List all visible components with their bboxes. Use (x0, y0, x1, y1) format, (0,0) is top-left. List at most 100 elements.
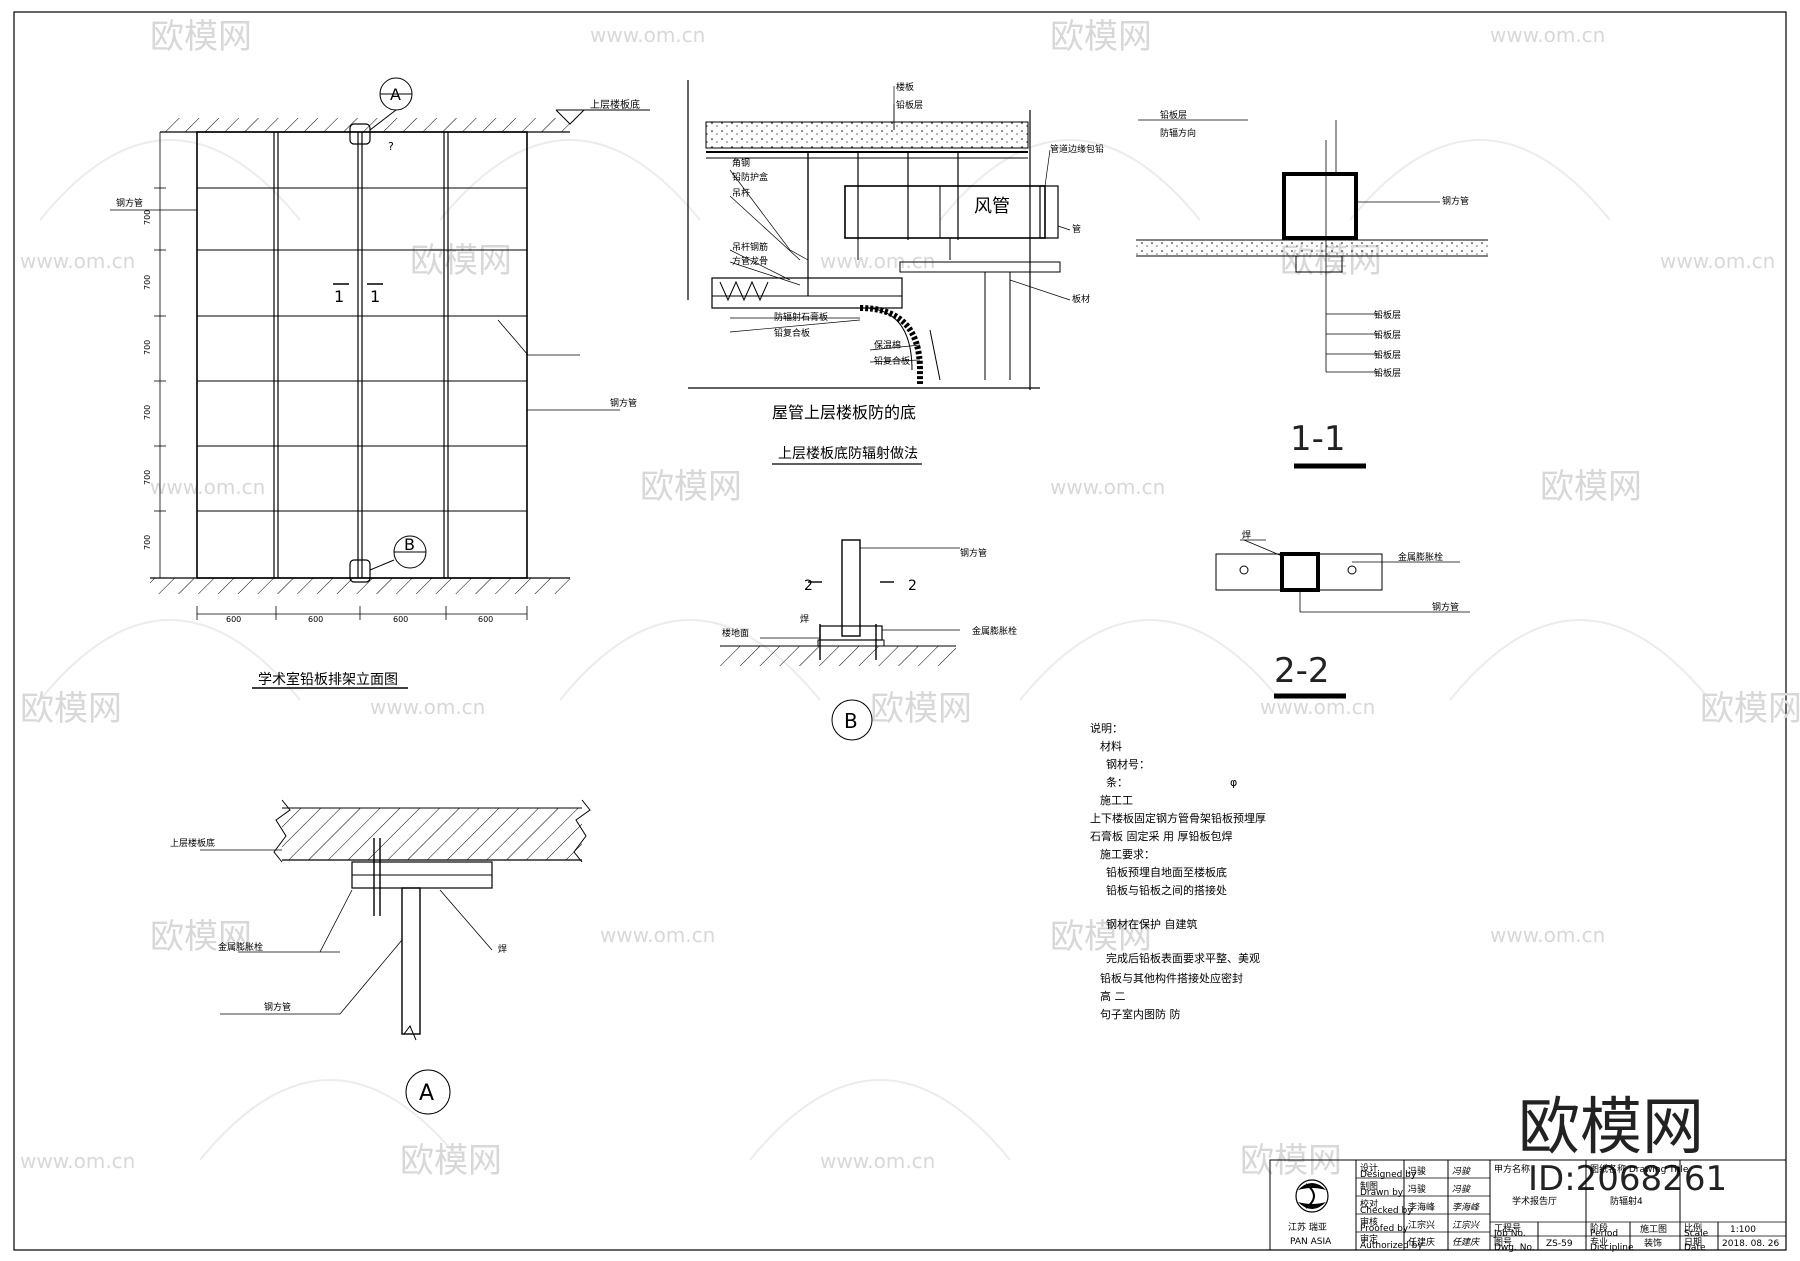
drawing-title-label: 图纸名称 Drawing Title (1590, 1163, 1689, 1175)
title-block (1269, 1159, 1787, 1251)
svg-text:700: 700 (143, 340, 152, 355)
detail-b-bolt-label: 金属膨胀栓 (972, 625, 1017, 637)
ceiling-detail-subtitle: 上层楼板底防辐射做法 (778, 446, 918, 462)
svg-text:Designed by: Designed by (1360, 1170, 1417, 1180)
ceiling-label-pipe: 管 (1072, 223, 1081, 235)
elevation-question-mark: ? (388, 140, 394, 153)
svg-text:任建庆: 任建庆 (1452, 1237, 1481, 1248)
scale-value: 1:100 (1730, 1225, 1756, 1235)
svg-text:上下楼板固定钢方管骨架铅板预埋厚: 上下楼板固定钢方管骨架铅板预埋厚 (1090, 811, 1266, 825)
drawing-code-label: 图号 (1494, 1237, 1512, 1248)
svg-text:施工要求：: 施工要求： (1100, 848, 1155, 861)
watermark-brand: 欧模网 (410, 241, 512, 281)
project-name: 学术报告厅 (1512, 1195, 1557, 1207)
section11-pipe-label: 钢方管 (1442, 195, 1469, 207)
elevation-drawing (110, 77, 650, 689)
svg-text:施工工: 施工工 (1100, 794, 1133, 807)
title-block-people: 设计 Designed by 冯骏 冯骏 制图 Drawn by 冯骏 冯骏 校… (1360, 1162, 1481, 1251)
major-value: 装饰 (1644, 1237, 1662, 1249)
elevation-vertical-dims: 700 700 700 700 700 700 (143, 210, 152, 550)
ceiling-label-top-1: 铅板层 (896, 99, 923, 111)
svg-text:任建庆: 任建庆 (1408, 1236, 1435, 1248)
elevation-callout-a: A (390, 85, 401, 104)
elevation-callout-b: B (404, 535, 415, 554)
watermark-url: www.om.cn (820, 249, 935, 273)
svg-text:700: 700 (143, 535, 152, 550)
detail-b-callout: B (844, 709, 858, 733)
ceiling-label-left-3: 吊杆钢筋 (732, 241, 768, 253)
svg-text:江宗兴: 江宗兴 (1408, 1219, 1435, 1231)
watermark-brand: 欧模网 (870, 689, 972, 729)
section22-bolt-label: 金属膨胀栓 (1398, 551, 1443, 563)
section-2-2-drawing (1215, 539, 1470, 699)
svg-text:700: 700 (143, 470, 152, 485)
drawing-name: 防辐射4 (1610, 1195, 1643, 1207)
detail-b-weld-label: 焊 (800, 613, 809, 625)
detail-a-drawing (200, 799, 591, 1115)
detail-a-callout: A (419, 1081, 434, 1106)
svg-text:Dwg. No.: Dwg. No. (1494, 1243, 1535, 1253)
svg-text:Authorized by: Authorized by (1360, 1241, 1423, 1251)
svg-text:冯骏: 冯骏 (1408, 1165, 1426, 1177)
watermark-url: www.om.cn (370, 695, 485, 719)
ceiling-label-bottom-0: 防辐射石膏板 (774, 311, 828, 323)
drawing-code: ZS-59 (1546, 1239, 1573, 1249)
detail-a-bolt-label: 金属膨胀栓 (218, 941, 263, 953)
ceiling-label-board: 板材 (1072, 293, 1090, 305)
watermark-brand: 欧模网 (1050, 917, 1152, 957)
svg-text:冯骏: 冯骏 (1408, 1183, 1426, 1195)
svg-text:江宗兴: 江宗兴 (1452, 1220, 1481, 1231)
section11-layer-1: 铅板层 (1374, 329, 1401, 341)
section11-label-0: 铅板层 (1160, 109, 1187, 121)
svg-text:700: 700 (143, 405, 152, 420)
svg-text:校对: 校对 (1360, 1198, 1378, 1210)
svg-text:Job No.: Job No. (1493, 1229, 1526, 1239)
watermark-brand: 欧模网 (1700, 689, 1800, 729)
svg-text:句子室内图防 防: 句子室内图防 防 (1100, 1007, 1181, 1021)
detail-a-weld-label: 焊 (498, 943, 507, 955)
ceiling-label-left-2: 吊杆 (732, 187, 750, 199)
svg-text:Period: Period (1590, 1229, 1618, 1239)
elevation-horizontal-dims: 600 600 600 600 (226, 615, 493, 624)
svg-text:600: 600 (308, 615, 323, 624)
ceiling-label-bottom-3: 铅复合板 (874, 355, 910, 367)
section-mark-1-left: 1 (334, 287, 344, 306)
watermark-url: www.om.cn (20, 1149, 135, 1173)
elevation-title: 学术室铅板排架立面图 (258, 671, 398, 688)
svg-text:700: 700 (143, 210, 152, 225)
svg-text:李海峰: 李海峰 (1408, 1201, 1435, 1213)
watermark-brand: 欧模网 (150, 917, 252, 957)
svg-text:制图: 制图 (1360, 1180, 1378, 1192)
section22-weld-label: 焊 (1242, 529, 1251, 541)
svg-text:材料: 材料 (1100, 739, 1122, 753)
scale-label: 比例 (1684, 1222, 1702, 1234)
ceiling-label-bottom-1: 铅复合板 (774, 327, 810, 339)
svg-text:设计: 设计 (1360, 1162, 1378, 1174)
detail-b-cut-left: 2 (804, 578, 813, 594)
watermark-brand: 欧模网 (1240, 1141, 1342, 1181)
svg-text:Discipline: Discipline (1590, 1243, 1634, 1253)
section-2-2-title: 2-2 (1274, 651, 1330, 691)
svg-text:Proofed by: Proofed by (1360, 1224, 1409, 1234)
duct-label: 风管 (974, 196, 1010, 217)
watermark-layer: 欧模网 www.om.cn 欧模网 www.om.cn www.om.cn 欧模… (20, 17, 1800, 1181)
section-1-1-drawing (1136, 119, 1488, 469)
watermark-brand: 欧模网 (640, 467, 742, 507)
ceiling-label-bottom-2: 保温棉 (874, 339, 901, 351)
ceiling-label-left-0: 角钢 (732, 157, 750, 169)
company-name-cn: 江苏 瑞亚 (1288, 1221, 1327, 1233)
watermark-url: www.om.cn (1050, 475, 1165, 499)
watermark-url: www.om.cn (1490, 923, 1605, 947)
ceiling-label-left-4: 方管龙骨 (732, 255, 768, 267)
company-name-en: PAN ASIA (1290, 1237, 1332, 1247)
watermark-brand: 欧模网 (1050, 17, 1152, 57)
phase-value: 施工图 (1640, 1223, 1667, 1235)
watermark-big-brand: 欧模网 (1518, 1090, 1704, 1163)
svg-text:说明：: 说明： (1090, 721, 1123, 735)
client-label: 甲方名称 (1494, 1163, 1530, 1175)
watermark-url: www.om.cn (600, 923, 715, 947)
section11-layer-3: 铅板层 (1374, 367, 1401, 379)
ceiling-detail-title: 屋管上层楼板防的底 (772, 403, 916, 422)
company-logo (1295, 1179, 1329, 1213)
